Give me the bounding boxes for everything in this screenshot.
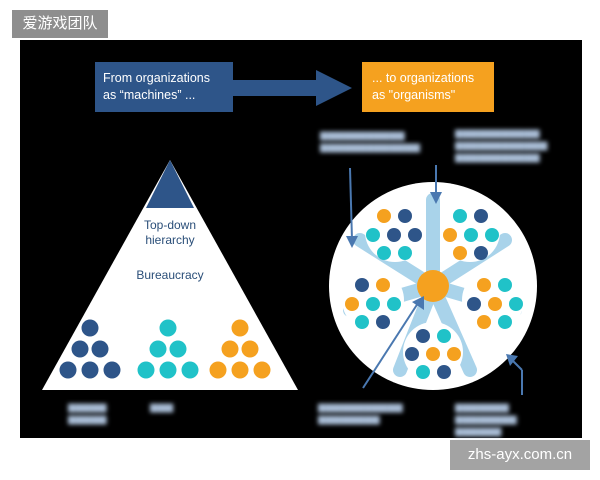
- organisms-box-line1: ... to organizations: [372, 71, 475, 85]
- callout-arrows: [346, 165, 523, 395]
- organisms-box: ... to organizations as "organisms": [362, 62, 494, 112]
- pyramid-label-top-down-line1: Top-down: [143, 218, 197, 232]
- watermark-bottom-label: zhs-ayx.com.cn: [450, 440, 590, 470]
- pyramid-group-orange: [209, 319, 271, 379]
- cell-top-left-dots: [366, 209, 422, 260]
- watermark-top-label: 爱游戏团队: [12, 10, 108, 38]
- machines-box-line1: From organizations: [103, 71, 210, 85]
- blurred-label-pyramid-middle: ▆▆▆: [150, 402, 174, 413]
- machines-box-line2: as “machines” ...: [103, 88, 196, 102]
- organisms-box-line2: as "organisms": [372, 88, 456, 102]
- blurred-label-pyramid-left: ▆▆▆▆▆▆▆▆▆▆: [68, 402, 107, 425]
- blurred-callout-top-left: ▆▆▆▆▆▆▆▆▆▆▆▆▆▆▆▆▆▆▆▆▆▆▆▆: [320, 130, 420, 153]
- pyramid-label-top-down-line2: hierarchy: [145, 233, 195, 247]
- machines-box: From organizations as “machines” ...: [95, 62, 233, 112]
- transition-arrow: [233, 70, 352, 106]
- pyramid-group-navy: [59, 319, 121, 379]
- organism-core: [417, 270, 449, 302]
- pyramid-apex: [146, 160, 194, 208]
- pyramid-label-top-down: Top-down hierarchy: [120, 218, 220, 248]
- blurred-callout-bottom-left: ▆▆▆▆▆▆▆▆▆▆▆▆▆▆▆▆▆▆▆: [318, 402, 403, 425]
- pyramid-label-bureaucracy: Bureaucracy: [136, 268, 204, 282]
- cell-bottom-dots: [405, 329, 461, 379]
- cell-top-right-dots: [443, 209, 499, 260]
- cell-left-dots: [345, 278, 401, 329]
- blurred-callout-bottom-right: ▆▆▆▆▆▆▆▆▆▆▆▆▆▆▆▆▆▆▆▆▆: [455, 402, 517, 437]
- cell-right-dots: [467, 278, 523, 329]
- blurred-callout-top-right: ▆▆▆▆▆▆▆▆▆▆▆▆▆▆▆▆▆▆▆▆▆▆▆▆▆▆▆▆▆▆▆▆▆▆: [455, 128, 548, 163]
- pyramid-group-teal: [137, 319, 199, 379]
